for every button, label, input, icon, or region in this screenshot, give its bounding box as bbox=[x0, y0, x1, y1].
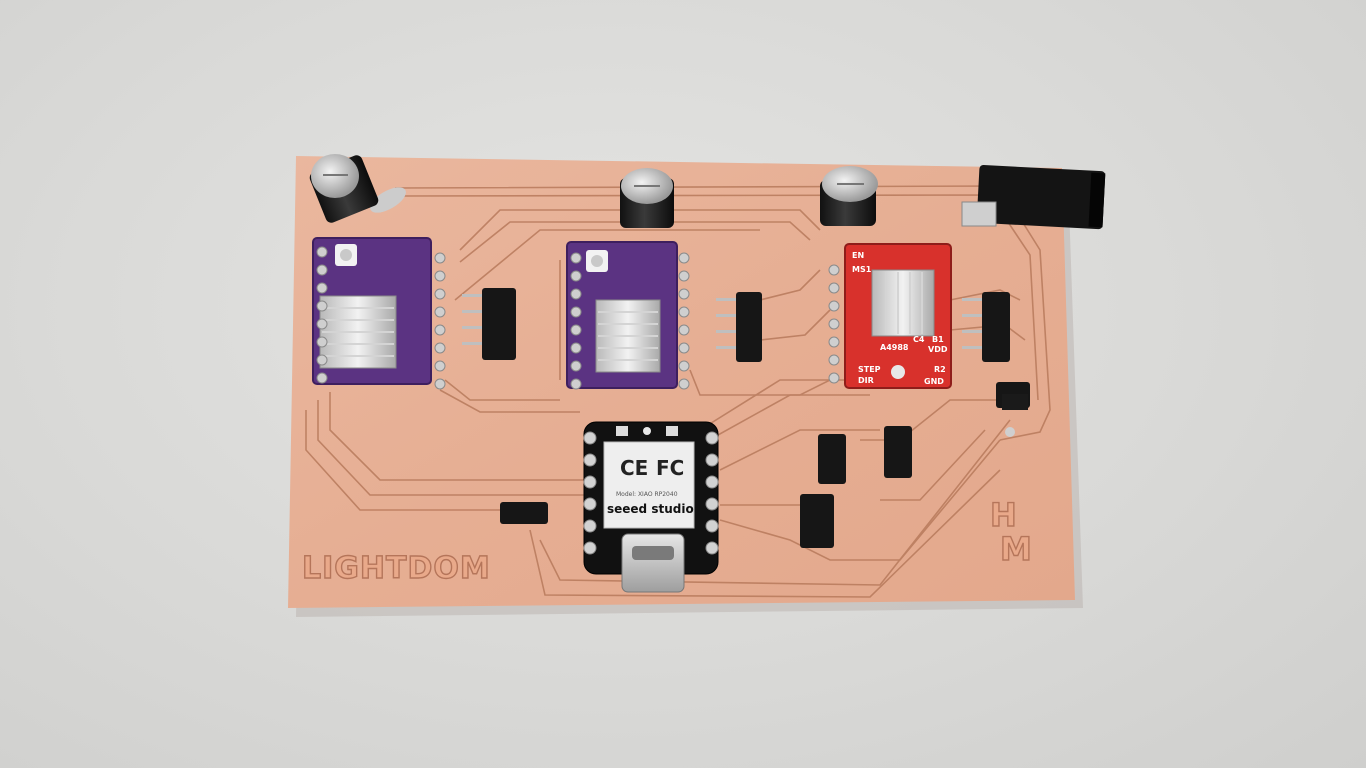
board-brand-text: LIGHTDOM bbox=[302, 551, 491, 586]
red-driver-label-b1: B1 bbox=[932, 335, 944, 344]
stepper-driver-left bbox=[312, 237, 432, 385]
board-monogram-top: H bbox=[990, 496, 1017, 534]
fc-mark: FC bbox=[656, 456, 684, 480]
red-driver-label-step: STEP bbox=[858, 365, 881, 374]
red-driver-label-r2: R2 bbox=[934, 365, 946, 374]
xiao-microcontroller: CE FC seeed studio Model: XIAO RP2040 bbox=[583, 421, 719, 593]
red-driver-label-c4: C4 bbox=[913, 335, 925, 344]
red-driver-label-gnd: GND bbox=[924, 377, 944, 386]
usb-c-port-icon bbox=[621, 533, 685, 593]
transistor bbox=[1002, 394, 1028, 437]
red-driver-label-en: EN bbox=[852, 251, 864, 260]
pcb-traces bbox=[305, 185, 1051, 598]
board-monogram-bottom: M bbox=[1000, 530, 1032, 568]
driver-pin-solder bbox=[316, 246, 840, 390]
ce-mark: CE bbox=[620, 456, 648, 480]
red-driver-label-ms1: MS1 bbox=[852, 265, 872, 274]
capacitor-middle bbox=[620, 168, 674, 228]
seeed-studio-brand: seeed studio bbox=[607, 502, 694, 516]
stepper-driver-middle bbox=[566, 241, 678, 389]
dc-power-jack bbox=[961, 164, 1106, 230]
stepper-driver-right: EN MS1 VDD GND STEP DIR B1 R2 C4 A4988 bbox=[844, 243, 952, 389]
red-driver-label-vdd: VDD bbox=[928, 345, 948, 354]
red-driver-chip-label: A4988 bbox=[880, 343, 909, 352]
xiao-model-label: Model: XIAO RP2040 bbox=[616, 491, 678, 498]
pin-headers bbox=[482, 288, 1030, 548]
capacitor-left bbox=[309, 154, 406, 223]
red-driver-label-dir: DIR bbox=[858, 376, 874, 385]
capacitor-right bbox=[820, 166, 878, 226]
